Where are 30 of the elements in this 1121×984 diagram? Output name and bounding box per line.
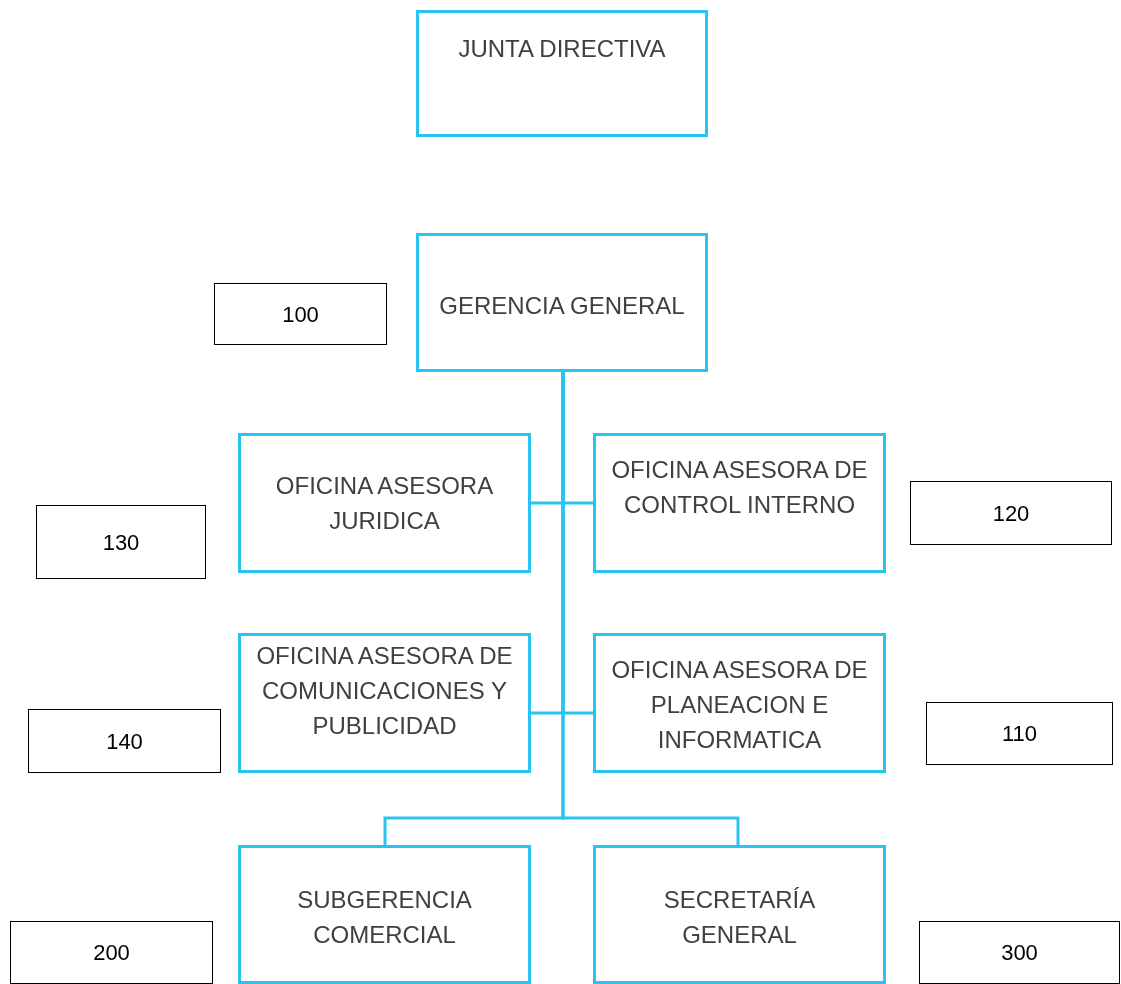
unit-name: SECRETARÍA GENERAL (662, 885, 817, 950)
code-box (910, 481, 1112, 545)
unit-code: 120 (992, 499, 1030, 528)
code-box (10, 921, 213, 984)
org-unit-box (593, 433, 886, 573)
unit-name: JUNTA DIRECTIVA (458, 34, 666, 64)
org-unit-box (238, 845, 531, 984)
unit-name: OFICINA ASESORA JURIDICA (274, 471, 495, 536)
code-box (28, 709, 221, 773)
unit-name: OFICINA ASESORA DE PLANEACION E INFORMATICA (610, 655, 869, 755)
unit-code: 200 (93, 939, 130, 967)
org-unit-box (593, 633, 886, 773)
code-box (926, 702, 1113, 765)
unit-code: 140 (106, 727, 143, 756)
org-unit-box (238, 633, 531, 773)
unit-name: SUBGERENCIA COMERCIAL (296, 885, 473, 950)
code-box (919, 921, 1120, 984)
org-unit-box (416, 233, 708, 372)
unit-code: 110 (1001, 720, 1038, 748)
code-box (214, 283, 387, 345)
unit-name: OFICINA ASESORA DE CONTROL INTERNO (610, 455, 869, 520)
unit-code: 300 (1001, 939, 1038, 967)
unit-code: 130 (102, 528, 140, 557)
unit-code: 100 (282, 300, 319, 329)
org-unit-box (416, 10, 708, 137)
code-box (36, 505, 206, 579)
org-unit-box (593, 845, 886, 984)
org-unit-box (238, 433, 531, 573)
unit-name: GERENCIA GENERAL (439, 291, 685, 321)
unit-name: OFICINA ASESORA DE COMUNICACIONES Y PUBLICIDAD (255, 641, 514, 741)
